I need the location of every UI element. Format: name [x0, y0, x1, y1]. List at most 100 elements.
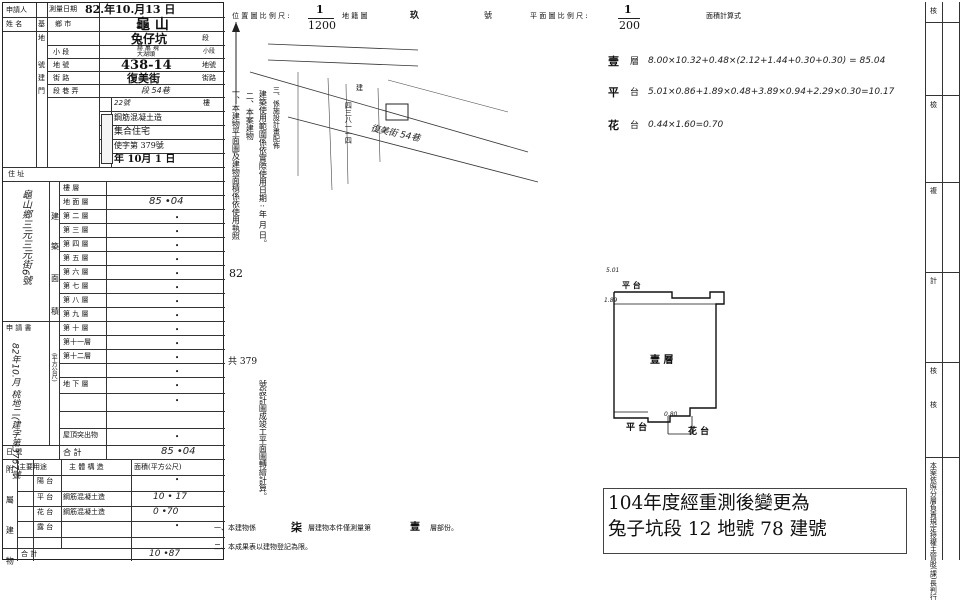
- note-3: 三、係施設計畫配佈: [272, 86, 281, 149]
- city-value: 龜 山: [136, 17, 169, 33]
- row-line: [47, 97, 225, 98]
- road-line: [249, 71, 529, 153]
- row-line: [59, 307, 225, 308]
- row-line: [59, 293, 225, 294]
- small-section-value: 大湖頭: [137, 51, 156, 58]
- stamp-mark: [101, 114, 113, 164]
- north-arrow-icon: [232, 22, 240, 32]
- row-line: [59, 195, 225, 196]
- floor-row-name: 第 十 層: [63, 324, 89, 332]
- note-1c: 共 379: [228, 357, 258, 367]
- row-line: [59, 223, 225, 224]
- floor-row-name: 第 六 層: [63, 268, 89, 276]
- row-line: [3, 31, 225, 32]
- floor-row-value: •: [175, 326, 180, 334]
- area-side-label: (平方公尺): [50, 353, 58, 382]
- section-map-label: 地 籍 圖: [342, 12, 368, 20]
- floor-row-name: 第 九 層: [63, 310, 89, 318]
- room-label: 壹 層: [650, 355, 674, 366]
- plan-dim-bottom: 0.80: [664, 411, 678, 418]
- calc-row-label: 壹: [608, 55, 619, 68]
- section-value: 兔仔坑: [131, 32, 168, 46]
- floor-row-value: •: [175, 228, 180, 236]
- other-map-label: 建: [356, 84, 363, 92]
- calc-row-label: 花: [608, 119, 619, 132]
- accessory-header-use: 主要用途: [19, 463, 47, 471]
- strip-label: 核: [930, 7, 937, 15]
- row-line: [99, 139, 225, 140]
- row-line: [3, 17, 225, 18]
- floor-row-value: 85 •04: [149, 196, 184, 207]
- change-note-line-1: 104年度經重測後變更為: [608, 493, 810, 514]
- change-note-line-2: 兔子坑段 12 地號 78 建號: [608, 519, 827, 540]
- note-2: 二、本案建物: [245, 92, 255, 140]
- accessory-use: 露 台: [37, 523, 54, 531]
- platform-label-bottom: 平 台: [626, 423, 648, 433]
- location-scale-num: 1: [316, 3, 324, 16]
- plan-scale-den: 200: [619, 19, 640, 32]
- bottom-note-2: 二、本成果表以建物登記為限。: [214, 543, 312, 551]
- parcel-line: [345, 83, 349, 185]
- roof-label: 屋頂突出物: [63, 431, 98, 439]
- row-line: [59, 377, 225, 378]
- row-line: [59, 279, 225, 280]
- floor-row-name: 第 四 層: [63, 240, 89, 248]
- row-line: [17, 506, 225, 507]
- floor-row-value: •: [175, 397, 180, 405]
- row-line: [3, 321, 225, 322]
- road-line: [267, 59, 419, 67]
- side-label: 建: [51, 212, 59, 221]
- floor-row-value: •: [175, 284, 180, 292]
- strip-col-line: [942, 2, 943, 560]
- floor-row-value: •: [175, 214, 180, 222]
- row-line: [59, 335, 225, 336]
- accessory-structure: 鋼筋混凝土造: [63, 493, 105, 501]
- row-line: [59, 363, 225, 364]
- row-line: [59, 251, 225, 252]
- row-line: [59, 265, 225, 266]
- build-label: 建: [38, 74, 45, 82]
- row-line: [3, 167, 225, 168]
- use-value: 集合住宅: [114, 127, 151, 137]
- lane-label: 段 巷 弄: [53, 87, 79, 95]
- accessory-value: 10 • 17: [153, 492, 187, 502]
- row-line: [47, 58, 225, 59]
- strip-label: 計: [930, 277, 937, 285]
- floor-row-value: •: [175, 368, 180, 376]
- floor-row-value: •: [175, 354, 180, 362]
- bottom-note-1e: 層部份。: [430, 524, 458, 532]
- address-label: 住 址: [8, 170, 25, 178]
- row-line: [3, 445, 225, 446]
- side-label: 積: [51, 307, 59, 316]
- strip-label: 核: [930, 367, 937, 375]
- bottom-note-1d: 壹: [410, 522, 420, 533]
- parcel-line: [377, 87, 381, 163]
- accessory-header-area: 面積(平方公尺): [134, 463, 182, 471]
- row-line: [17, 537, 225, 538]
- location-map-sketch: [232, 22, 539, 191]
- floor-row-value: •: [175, 433, 180, 441]
- date-label: 日 號: [6, 448, 23, 456]
- application-label: 申 請 書: [6, 324, 32, 332]
- col-line: [131, 459, 132, 561]
- row-line: [47, 84, 225, 85]
- calc-row-formula: 5.01×0.86+1.89×0.48+3.89×0.94+2.29×0.30=…: [648, 87, 895, 97]
- row-line: [99, 153, 225, 154]
- number-value: 22號: [114, 99, 130, 107]
- note-2b: 建築使用範圍係依實際使用日期 : 年 月 日。: [258, 90, 268, 247]
- col-line: [99, 3, 100, 167]
- floor-row-name: 第十二層: [63, 352, 91, 360]
- col-line: [17, 459, 18, 561]
- small-section-label: 小 段: [53, 48, 70, 56]
- calc-row-suffix: 層: [630, 57, 640, 67]
- accessory-value: 0 •70: [153, 507, 179, 517]
- calc-row-suffix: 台: [630, 121, 640, 131]
- strip-label: 複: [930, 187, 937, 195]
- floor-row-name: 第 二 層: [63, 212, 89, 220]
- road-line: [267, 43, 419, 51]
- re-survey-change-note: 104年度經重測後變更為 兔子坑段 12 地號 78 建號: [603, 488, 907, 554]
- strip-bottom-note: 本案依照分層負責規定授權主管股(課)長判行: [929, 462, 938, 600]
- floor-plan-drawing: [613, 291, 725, 435]
- section-label: 段: [202, 34, 209, 42]
- floor-row-value: •: [175, 382, 180, 390]
